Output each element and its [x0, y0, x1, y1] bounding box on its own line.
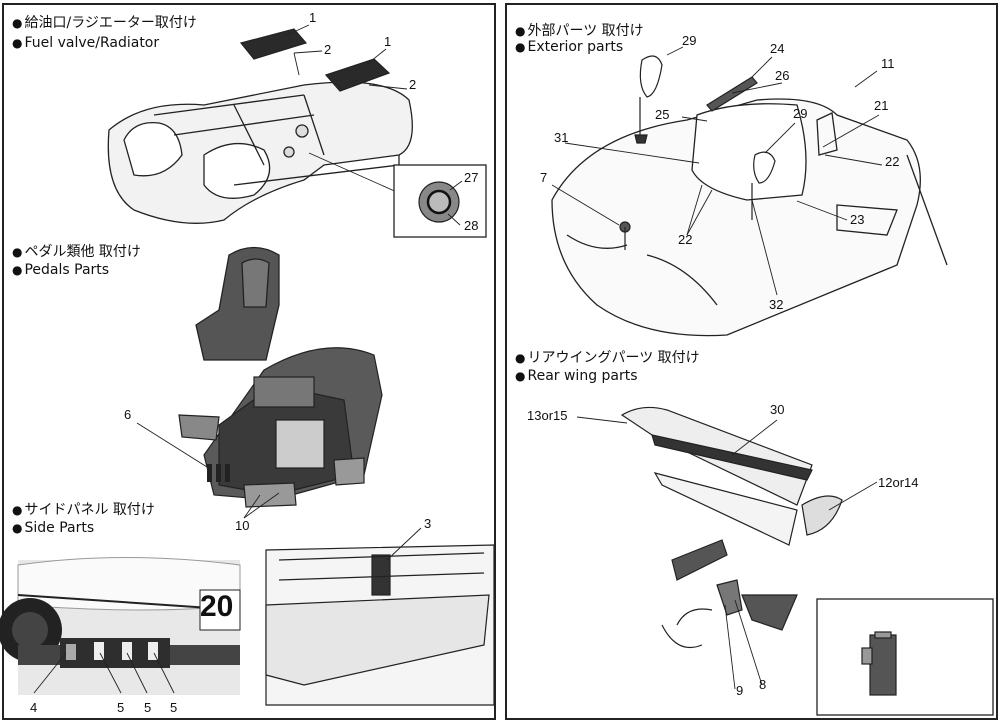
car-number-decal: 20	[200, 590, 234, 623]
callout-22-a: 22	[885, 154, 900, 169]
side-photo-drawing	[0, 557, 241, 695]
callout-26: 26	[775, 68, 790, 83]
callout-25: 25	[655, 107, 670, 122]
exterior-leader-lines	[551, 46, 883, 296]
fuel-cap-drawing	[418, 180, 463, 226]
cockpit-floor-drawing	[178, 347, 383, 508]
callout-1-b: 1	[384, 34, 392, 49]
pedals-heading-jp: ●ペダル類他 取付け	[12, 244, 141, 260]
callout-5-a: 5	[117, 700, 125, 715]
callout-27: 27	[464, 170, 479, 185]
callout-7: 7	[540, 170, 548, 185]
callout-5-b: 5	[144, 700, 152, 715]
callout-29-a: 29	[682, 33, 697, 48]
callout-4: 4	[30, 700, 38, 715]
callout-11: 11	[881, 56, 895, 71]
callout-32: 32	[769, 297, 784, 312]
fuel-radiator-heading-en: ●Fuel valve/Radiator	[12, 35, 160, 51]
callout-23: 23	[850, 212, 865, 227]
mirror-drawing	[634, 55, 776, 220]
callout-31: 31	[554, 130, 569, 145]
rear-wing-leader-lines	[576, 416, 878, 690]
callout-5-c: 5	[170, 700, 178, 715]
side-leader-lines	[33, 652, 175, 694]
right-drawings	[551, 46, 994, 716]
callout-9: 9	[736, 683, 744, 698]
callout-30: 30	[770, 402, 785, 417]
callout-8: 8	[759, 677, 767, 692]
callout-6: 6	[124, 407, 132, 422]
callout-1-a: 1	[309, 10, 317, 25]
wing-detail-box	[816, 598, 994, 716]
chassis-tub-drawing	[107, 81, 413, 224]
radiator-panel-drawing	[239, 28, 391, 92]
exterior-heading-jp: ●外部パーツ 取付け	[515, 23, 644, 39]
car-body-drawing	[551, 98, 948, 337]
pedals-heading-en: ●Pedals Parts	[12, 262, 110, 278]
callout-3: 3	[424, 516, 432, 531]
rear-wing-drawing	[620, 406, 843, 546]
callout-24: 24	[770, 41, 785, 56]
callout-29-b: 29	[793, 106, 808, 121]
callout-12or14: 12or14	[878, 475, 919, 490]
callout-21: 21	[874, 98, 889, 113]
side-parts-heading-jp: ●サイドパネル 取付け	[12, 502, 155, 518]
callout-10: 10	[235, 518, 250, 533]
rear-wing-heading-en: ●Rear wing parts	[515, 368, 638, 384]
side-parts-heading-en: ●Side Parts	[12, 520, 95, 536]
wiper-drawing	[619, 76, 758, 250]
side-leader-line-3	[386, 527, 422, 561]
left-drawings	[0, 24, 495, 706]
wing-mount-detail-drawing	[861, 631, 897, 696]
callout-2-b: 2	[409, 77, 417, 92]
pedal-leader-lines	[136, 422, 280, 519]
exterior-heading-en: ●Exterior parts	[515, 39, 624, 55]
right-instruction-panel: ●外部パーツ 取付け ●Exterior parts ●リアウイングパーツ 取付…	[505, 3, 998, 720]
fuel-leader-lines	[286, 24, 408, 194]
seat-drawing	[195, 246, 280, 361]
callout-28: 28	[464, 218, 479, 233]
callout-22-b: 22	[678, 232, 693, 247]
callout-2-a: 2	[324, 42, 332, 57]
left-instruction-panel: ●給油口/ラジエーター取付け ●Fuel valve/Radiator ●ペダル…	[0, 3, 496, 720]
wing-stay-drawing	[661, 539, 798, 649]
sidepod-drawing	[265, 544, 495, 706]
pedal-set-drawing	[207, 464, 230, 482]
fuel-radiator-heading-jp: ●給油口/ラジエーター取付け	[12, 15, 197, 31]
callout-13or15: 13or15	[527, 408, 568, 423]
rear-wing-heading-jp: ●リアウイングパーツ 取付け	[515, 350, 700, 366]
